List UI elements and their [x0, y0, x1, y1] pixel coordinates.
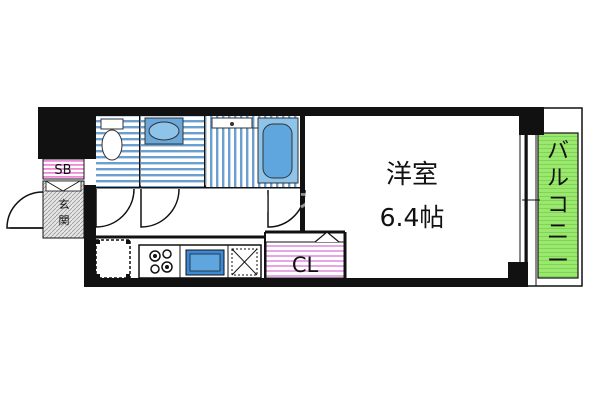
- balcony-char-2: ル: [547, 166, 569, 191]
- washroom-door: [140, 188, 180, 228]
- entrance: 玄 関: [6, 180, 85, 239]
- closet: CL: [265, 231, 345, 279]
- shoe-box: SB: [42, 158, 85, 180]
- corridor-doors: [95, 188, 306, 228]
- balcony-char-3: コ: [547, 193, 569, 218]
- room-door: [267, 189, 306, 228]
- stove-icon: [149, 249, 173, 274]
- entrance-label-1: 玄: [59, 197, 70, 211]
- storage-cabinet: [95, 239, 131, 279]
- bathroom: [206, 116, 300, 187]
- shoe-box-label: SB: [54, 163, 71, 178]
- toilet-room: [96, 116, 139, 187]
- balcony-char-4: ニ: [547, 220, 569, 245]
- balcony-label: バ ル コ ニ ー: [547, 139, 569, 274]
- entrance-door-swing: [6, 191, 44, 229]
- toilet-icon: [100, 118, 124, 130]
- balcony-char-5: ー: [547, 249, 569, 274]
- main-room: 洋室 6.4帖: [380, 160, 445, 232]
- entrance-label-2: 関: [59, 214, 70, 227]
- room-size: 6.4帖: [380, 203, 445, 232]
- toilet-door: [95, 188, 135, 228]
- balcony-char-1: バ: [547, 139, 569, 164]
- outer-walls: [38, 107, 544, 287]
- closet-label: CL: [292, 253, 319, 277]
- washroom: [141, 116, 204, 187]
- kitchen: [138, 244, 262, 279]
- room-name: 洋室: [386, 160, 438, 190]
- fridge-icon: [231, 248, 258, 276]
- balcony: [526, 107, 583, 287]
- watermark: LAKIA 不動産: [205, 190, 374, 218]
